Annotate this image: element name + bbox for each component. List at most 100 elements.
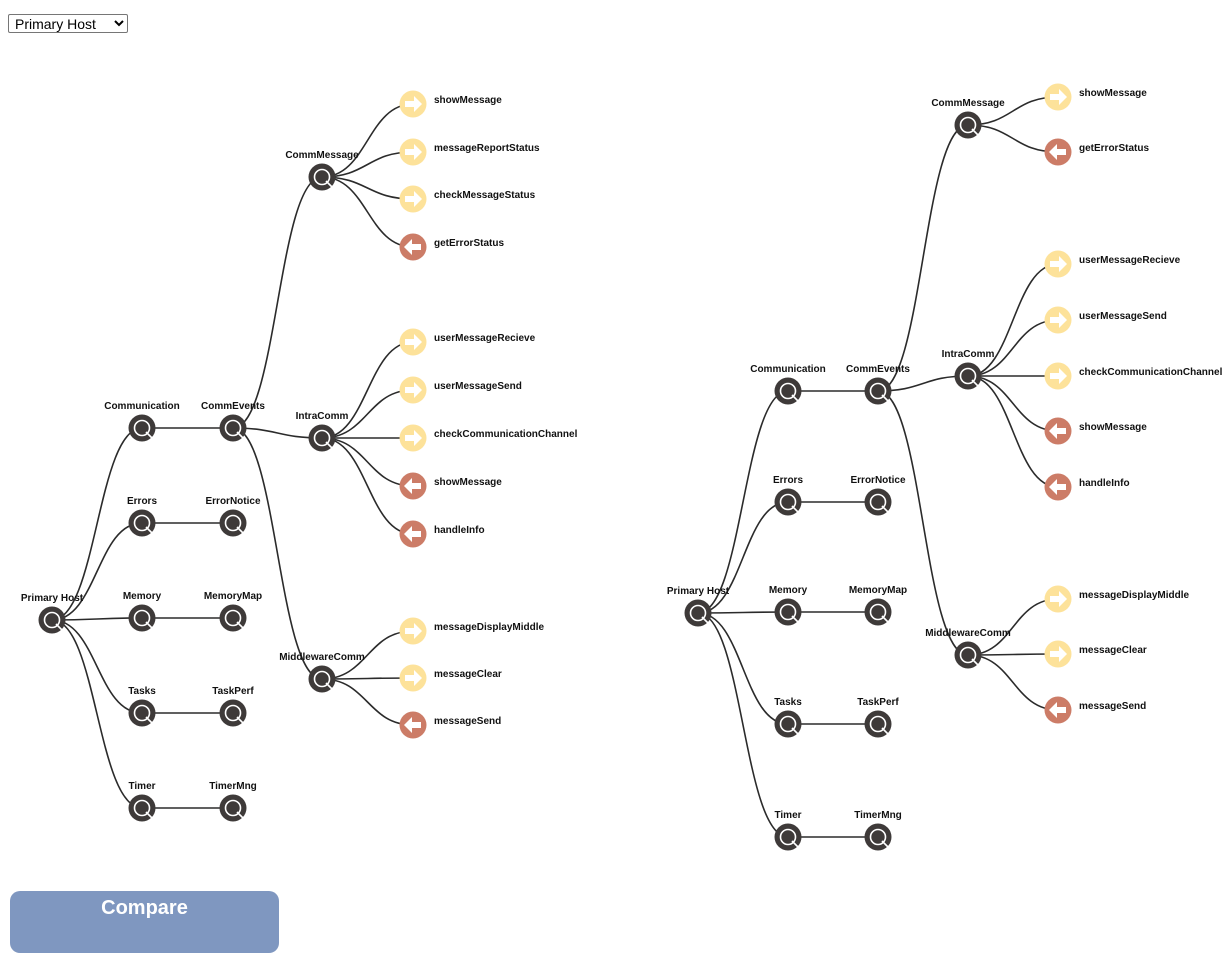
arrow-right-icon: [405, 670, 422, 686]
node-ring-icon: [779, 715, 797, 733]
arrow-right-icon: [405, 382, 422, 398]
tree-node[interactable]: MemoryMap: [849, 585, 907, 626]
node-ring-tick: [791, 727, 800, 736]
tree-node[interactable]: Errors: [127, 496, 157, 537]
right-tree: Primary Host Communication CommEventsError…: [667, 83, 1223, 851]
method-leaf[interactable]: showMessage: [399, 90, 503, 118]
leaf-label: messageClear: [1079, 645, 1147, 656]
method-leaf[interactable]: handleInfo: [1044, 473, 1130, 501]
tree-link: [967, 263, 1059, 377]
tree-node[interactable]: Primary Host: [667, 586, 730, 627]
tree-node[interactable]: CommMessage: [285, 150, 359, 191]
method-leaf[interactable]: userMessageSend: [1044, 306, 1167, 334]
tree-node[interactable]: TimerMng: [209, 781, 257, 822]
tree-node[interactable]: Communication: [750, 364, 826, 405]
node-ring-icon: [43, 611, 61, 629]
method-leaf[interactable]: showMessage: [1044, 417, 1148, 445]
tree-node[interactable]: MiddlewareComm: [279, 652, 365, 693]
tree-node[interactable]: Timer: [774, 810, 802, 851]
method-leaf[interactable]: messageSend: [399, 711, 502, 739]
node-label: TimerMng: [854, 810, 902, 821]
method-leaf[interactable]: checkCommunicationChannel: [399, 424, 578, 452]
method-leaf[interactable]: messageClear: [1044, 640, 1147, 668]
tree-node[interactable]: TimerMng: [854, 810, 902, 851]
node-label: Timer: [774, 810, 801, 821]
leaf-label: handleInfo: [1079, 478, 1130, 489]
method-leaf[interactable]: userMessageRecieve: [399, 328, 536, 356]
node-label: Primary Host: [667, 586, 730, 597]
node-ring-tick: [881, 394, 890, 403]
method-leaf[interactable]: messageClear: [399, 664, 502, 692]
method-leaf[interactable]: checkMessageStatus: [399, 185, 536, 213]
node-label: TimerMng: [209, 781, 257, 792]
node-ring-tick: [236, 716, 245, 725]
node-label: CommMessage: [931, 98, 1005, 109]
arrow-right-icon: [1050, 312, 1067, 328]
method-leaf[interactable]: userMessageRecieve: [1044, 250, 1181, 278]
method-leaf[interactable]: messageSend: [1044, 696, 1147, 724]
arrow-left-icon: [404, 478, 421, 494]
arrow-right-icon: [405, 430, 422, 446]
node-label: MiddlewareComm: [279, 652, 365, 663]
method-leaf[interactable]: handleInfo: [399, 520, 485, 548]
tree-node[interactable]: CommEvents: [201, 401, 265, 442]
tree-node[interactable]: TaskPerf: [857, 697, 899, 738]
host-select[interactable]: Primary Host: [8, 14, 128, 33]
method-leaf[interactable]: messageDisplayMiddle: [1044, 585, 1190, 613]
node-ring-tick: [791, 505, 800, 514]
tree-link: [321, 389, 414, 439]
arrow-right-icon: [405, 191, 422, 207]
tree-link: [51, 617, 143, 621]
method-leaf[interactable]: getErrorStatus: [1044, 138, 1150, 166]
tree-link: [51, 619, 143, 809]
tree-node[interactable]: Communication: [104, 401, 180, 442]
node-label: MemoryMap: [204, 591, 262, 602]
tree-node[interactable]: CommEvents: [846, 364, 910, 405]
method-leaf[interactable]: messageDisplayMiddle: [399, 617, 545, 645]
tree-node[interactable]: IntraComm: [296, 411, 349, 452]
node-ring-icon: [224, 514, 242, 532]
node-ring-icon: [869, 603, 887, 621]
tree-node[interactable]: CommMessage: [931, 98, 1005, 139]
node-ring-icon: [224, 799, 242, 817]
method-leaf[interactable]: messageReportStatus: [399, 138, 541, 166]
node-label: TaskPerf: [212, 686, 254, 697]
tree-node[interactable]: MiddlewareComm: [925, 628, 1011, 669]
method-leaf[interactable]: checkCommunicationChannel: [1044, 362, 1223, 390]
leaf-label: showMessage: [1079, 88, 1147, 99]
tree-node[interactable]: ErrorNotice: [205, 496, 261, 537]
method-leaf[interactable]: userMessageSend: [399, 376, 522, 404]
tree-node[interactable]: Memory: [769, 585, 808, 626]
method-leaf[interactable]: getErrorStatus: [399, 233, 505, 261]
node-ring-icon: [869, 493, 887, 511]
node-ring-icon: [133, 514, 151, 532]
node-label: CommEvents: [201, 401, 265, 412]
tree-link: [321, 678, 414, 726]
method-leaf[interactable]: showMessage: [1044, 83, 1148, 111]
tree-node[interactable]: TaskPerf: [212, 686, 254, 727]
method-leaf[interactable]: showMessage: [399, 472, 503, 500]
tree-node[interactable]: Tasks: [774, 697, 802, 738]
tree-node[interactable]: Primary Host: [21, 593, 84, 634]
node-ring-tick: [791, 840, 800, 849]
tree-node[interactable]: Tasks: [128, 686, 156, 727]
tree-node[interactable]: ErrorNotice: [850, 475, 906, 516]
tree-node[interactable]: Memory: [123, 591, 162, 632]
compare-button[interactable]: Compare: [10, 891, 279, 953]
tree-link: [877, 375, 969, 392]
tree-node[interactable]: IntraComm: [942, 349, 995, 390]
tree-node[interactable]: Errors: [773, 475, 803, 516]
arrow-left-icon: [404, 526, 421, 542]
node-ring-tick: [881, 615, 890, 624]
leaf-label: messageReportStatus: [434, 143, 540, 154]
arrow-right-icon: [405, 96, 422, 112]
tree-link: [321, 437, 414, 535]
node-label: Primary Host: [21, 593, 84, 604]
tree-link: [51, 522, 143, 621]
node-ring-tick: [55, 623, 64, 632]
tree-node[interactable]: Timer: [128, 781, 156, 822]
leaf-label: getErrorStatus: [434, 238, 504, 249]
arrow-right-icon: [1050, 646, 1067, 662]
tree-node[interactable]: MemoryMap: [204, 591, 262, 632]
node-label: ErrorNotice: [850, 475, 905, 486]
